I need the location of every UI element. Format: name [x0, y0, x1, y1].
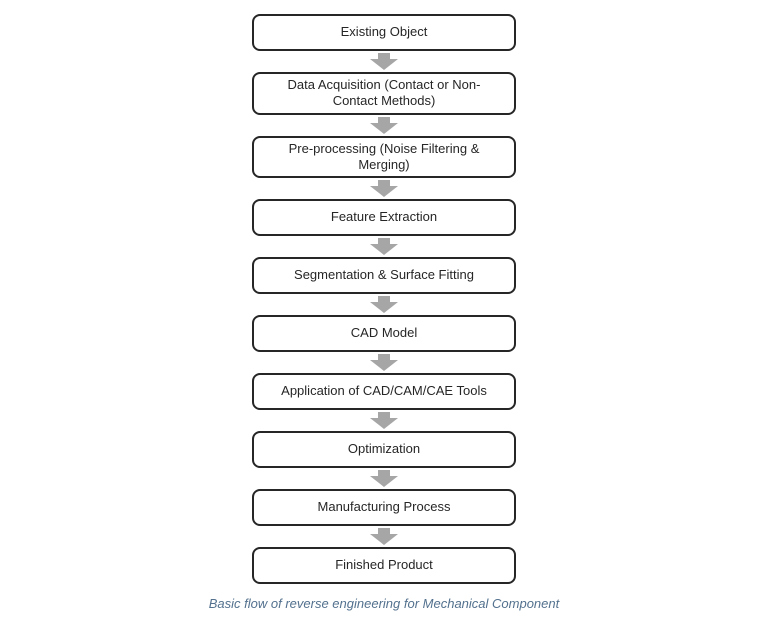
flow-box-optimization: Optimization — [252, 431, 516, 468]
down-arrow-icon — [370, 296, 398, 313]
flow-box-data-acquisition: Data Acquisition (Contact or Non-Contact… — [252, 72, 516, 115]
flow-box-feature-extraction: Feature Extraction — [252, 199, 516, 236]
flow-box-pre-processing: Pre-processing (Noise Filtering & Mergin… — [252, 135, 516, 178]
flow-box-manufacturing-process: Manufacturing Process — [252, 489, 516, 526]
flow-box-label: Manufacturing Process — [317, 499, 451, 515]
flow-box-label: Data Acquisition (Contact or Non-Contact… — [287, 77, 481, 109]
flow-box-label: Application of CAD/CAM/CAE Tools — [281, 383, 487, 399]
down-arrow-icon — [370, 116, 398, 134]
flow-box-label: Optimization — [347, 441, 421, 457]
flow-box-label: Feature Extraction — [330, 209, 438, 225]
down-arrow-icon — [370, 180, 398, 197]
flow-box-label: Segmentation & Surface Fitting — [294, 267, 474, 283]
flow-box-segmentation-surface-fitting: Segmentation & Surface Fitting — [252, 257, 516, 294]
down-arrow-icon — [370, 470, 398, 487]
reverse-engineering-flowchart: Existing Object Data Acquisition (Contac… — [208, 14, 560, 611]
flow-box-label: CAD Model — [350, 325, 418, 341]
flow-box-cad-cam-cae-tools: Application of CAD/CAM/CAE Tools — [252, 373, 516, 410]
flow-box-existing-object: Existing Object — [252, 14, 516, 51]
down-arrow-icon — [370, 53, 398, 70]
down-arrow-icon — [370, 354, 398, 371]
flowchart-caption: Basic flow of reverse engineering for Me… — [208, 596, 560, 611]
down-arrow-icon — [370, 412, 398, 429]
flow-box-finished-product: Finished Product — [252, 547, 516, 584]
flow-box-cad-model: CAD Model — [252, 315, 516, 352]
flow-box-label: Existing Object — [340, 24, 428, 40]
down-arrow-icon — [370, 238, 398, 255]
flow-box-label: Pre-processing (Noise Filtering & Mergin… — [288, 140, 480, 172]
flow-box-label: Finished Product — [335, 557, 433, 573]
down-arrow-icon — [370, 528, 398, 545]
